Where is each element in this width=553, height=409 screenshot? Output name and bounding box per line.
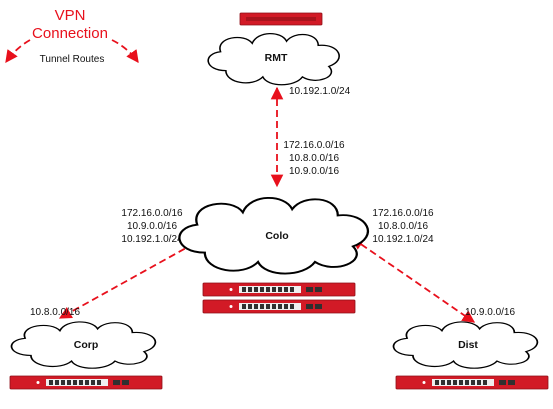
site-rmt: RMT 10.192.1.0/24 (207, 12, 351, 97)
route-label: 10.8.0.0/16 (289, 153, 339, 164)
legend: VPN Connection Tunnel Routes (5, 7, 139, 65)
dist-subnet: 10.9.0.0/16 (465, 307, 515, 318)
corp-firewall (9, 375, 163, 390)
rmt-subnet: 10.192.1.0/24 (289, 86, 351, 97)
tunnel-colo-corp (58, 237, 206, 319)
route-label: 10.8.0.0/16 (378, 221, 428, 232)
route-label: 10.192.1.0/24 (121, 234, 183, 245)
legend-subtitle: Tunnel Routes (40, 54, 105, 65)
route-label: 172.16.0.0/16 (283, 140, 345, 151)
rmt-label: RMT (265, 52, 288, 64)
colo-label: Colo (265, 230, 288, 242)
route-label: 10.9.0.0/16 (289, 166, 339, 177)
colo-routes-to-corp: 172.16.0.0/16 10.9.0.0/16 10.192.1.0/24 (121, 208, 183, 245)
legend-title-line1: VPN (55, 7, 86, 24)
legend-arrow-right (111, 39, 139, 64)
corp-label: Corp (74, 339, 99, 351)
colo-firewall-primary (202, 282, 356, 297)
route-label: 172.16.0.0/16 (372, 208, 434, 219)
rmt-firewall (239, 12, 323, 26)
dist-firewall (395, 375, 549, 390)
route-label: 10.192.1.0/24 (372, 234, 434, 245)
site-corp: 10.8.0.0/16 Corp (9, 307, 163, 390)
colo-firewall-secondary (202, 299, 356, 314)
legend-title-line2: Connection (32, 25, 108, 42)
route-label: 10.9.0.0/16 (127, 221, 177, 232)
route-label: 172.16.0.0/16 (121, 208, 183, 219)
corp-subnet: 10.8.0.0/16 (30, 307, 80, 318)
legend-arrow-left (5, 39, 31, 64)
site-colo: 172.16.0.0/16 10.8.0.0/16 10.9.0.0/16 17… (121, 140, 434, 314)
dist-label: Dist (458, 339, 478, 351)
tunnel-colo-dist (350, 237, 476, 323)
colo-routes-to-dist: 172.16.0.0/16 10.8.0.0/16 10.192.1.0/24 (372, 208, 434, 245)
colo-routes-to-rmt: 172.16.0.0/16 10.8.0.0/16 10.9.0.0/16 (283, 140, 345, 177)
site-dist: 10.9.0.0/16 Dist (392, 307, 549, 390)
